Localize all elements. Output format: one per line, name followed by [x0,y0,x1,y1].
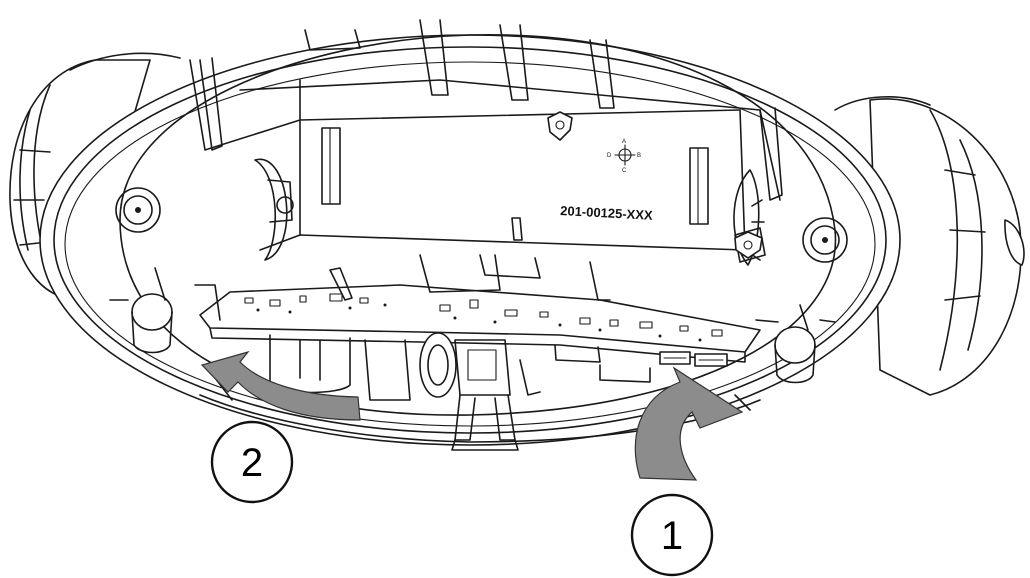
nut-right [734,231,763,259]
board-components [244,293,723,342]
callout-2-label: 2 [241,441,263,485]
compass-letter-e: B [637,153,641,159]
nut-left [547,111,573,141]
left-boss [115,158,294,261]
compass-letter-n: A [622,139,626,145]
rotation-arrow-1 [634,366,744,481]
compass-letter-s: C [622,168,627,174]
part-number-label: 201-00125-XXX [560,203,653,223]
rotation-arrow-2 [200,350,361,421]
right-pillar [774,304,836,384]
callout-1-label: 1 [661,514,683,558]
orientation-compass: A B C D [607,139,641,174]
left-pillar [109,267,173,354]
callout-1: 1 [630,493,714,577]
main-shell [39,33,901,446]
callout-2: 2 [210,420,294,504]
compass-letter-w: D [607,153,612,159]
motor-assembly [269,332,728,451]
circuit-board [199,254,761,363]
right-end-cap [834,96,1025,396]
